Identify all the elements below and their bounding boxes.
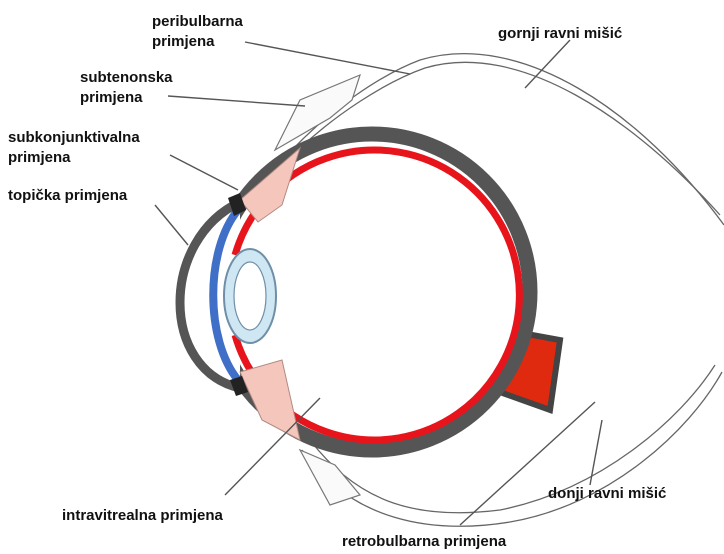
leader-donji (590, 420, 602, 485)
label-retrobulbarna: retrobulbarna primjena (342, 532, 506, 552)
label-subtenonska: subtenonska primjena (80, 68, 173, 108)
leader-topicka (155, 205, 188, 245)
label-subtenonska-line2: primjena (80, 88, 173, 108)
label-subkonjunktivalna: subkonjunktivalna primjena (8, 128, 140, 168)
leader-retrobulbarna (460, 402, 595, 525)
label-peribulbarna: peribulbarna primjena (152, 12, 243, 52)
label-gornji-ravni-misic: gornji ravni mišić (498, 24, 622, 44)
label-subkonjunktivalna-line1: subkonjunktivalna (8, 128, 140, 148)
label-intravitrealna: intravitrealna primjena (62, 506, 223, 526)
label-subtenonska-line1: subtenonska (80, 68, 173, 88)
lower-eyelid-shape (300, 450, 360, 505)
label-peribulbarna-line1: peribulbarna (152, 12, 243, 32)
leader-subkonjunktivalna (170, 155, 238, 190)
lens-nucleus (234, 262, 266, 330)
label-donji-ravni-misic: donji ravni mišić (548, 484, 666, 504)
label-subkonjunktivalna-line2: primjena (8, 148, 140, 168)
leader-subtenonska (168, 96, 305, 106)
leader-peribulbarna (245, 42, 410, 74)
label-topicka: topička primjena (8, 186, 127, 206)
label-peribulbarna-line2: primjena (152, 32, 243, 52)
